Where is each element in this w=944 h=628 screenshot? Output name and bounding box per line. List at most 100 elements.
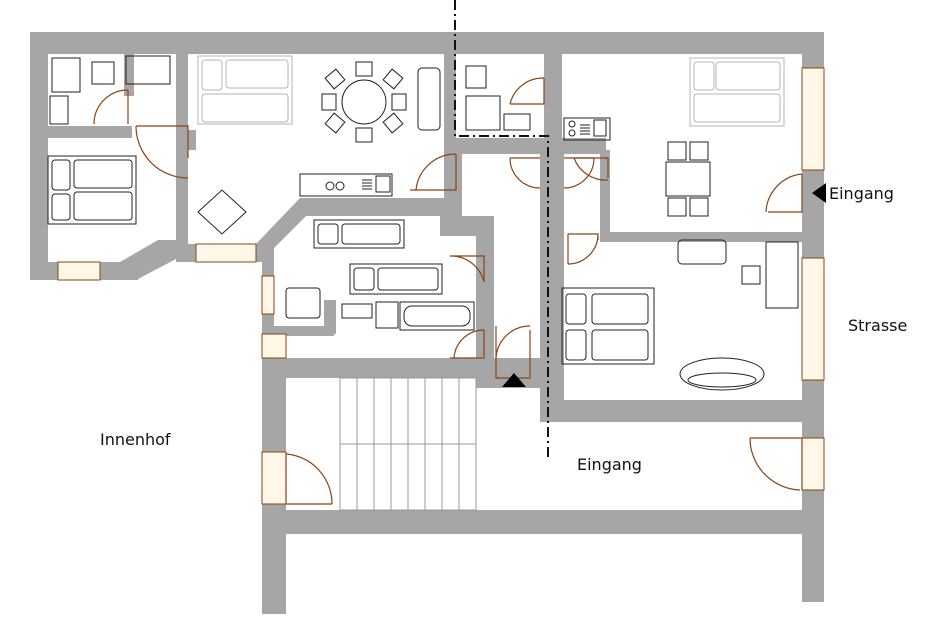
door-bath2-bottom	[450, 329, 485, 359]
kitchenette-burner-1	[568, 120, 576, 128]
label-strasse: Strasse	[848, 316, 908, 335]
bathtub-bath2-inner	[403, 305, 471, 327]
bathtub-mid-2-inner2	[377, 267, 439, 291]
door-corridor-3	[573, 157, 609, 181]
stove-burner-2	[335, 181, 345, 191]
bathtub-bath2	[399, 301, 475, 331]
dining-chair-2	[355, 127, 373, 143]
kitchenette-right	[563, 117, 611, 141]
bed-right-mattress-2	[591, 329, 649, 361]
window-bath2-left-top	[261, 275, 275, 315]
sink-mid	[503, 113, 531, 131]
sofa-right	[689, 57, 785, 127]
stove-burner-1	[325, 181, 335, 191]
door-stair	[285, 452, 333, 505]
wall-bath2-bottom	[262, 358, 562, 378]
kitchen-counter	[299, 173, 393, 197]
toilet-mid	[465, 65, 487, 89]
door-bath-left	[93, 89, 129, 125]
rug-right	[679, 357, 765, 391]
label-eingang-right: Eingang	[829, 184, 894, 203]
chair-right-4	[689, 197, 709, 217]
kitchenette-grill	[580, 124, 590, 135]
sink-bath2-2	[375, 301, 399, 329]
entrance-arrow-right	[812, 183, 826, 203]
shower-left	[51, 57, 81, 93]
door-mid-bath	[509, 77, 545, 105]
wall-dining-right	[444, 54, 456, 154]
window-living-bottom	[195, 243, 257, 263]
wall-bath2-right	[476, 216, 494, 362]
wall-top	[30, 32, 824, 54]
wall-left	[30, 32, 48, 280]
door-entrance-right	[765, 173, 803, 213]
wall-bath2-inner-v	[324, 300, 336, 334]
bed-left-mattress-2	[73, 191, 133, 221]
wall-right-bottom	[562, 400, 824, 422]
door-bath2-top	[449, 255, 485, 283]
dining-table	[341, 79, 387, 125]
window-right-mid	[801, 257, 825, 381]
door-corridor-2	[563, 157, 595, 189]
wall-mid-horizontal	[456, 138, 606, 154]
cabinet-tall	[417, 67, 441, 131]
bathtub-mid-2	[349, 263, 443, 295]
table-right	[665, 161, 711, 197]
window-bath2-left-bottom	[261, 333, 287, 359]
sofa-living	[197, 55, 293, 125]
kitchen-sink	[375, 175, 391, 193]
bed-right-pillow-2	[565, 329, 587, 361]
window-right-top	[801, 67, 825, 171]
sink-bath2-1	[341, 303, 373, 319]
door-corridor-1	[509, 157, 541, 189]
doors	[93, 77, 803, 505]
kitchen-grill	[362, 179, 372, 190]
staircase	[339, 377, 477, 511]
label-eingang-bottom: Eingang	[577, 455, 642, 474]
dining-chair-7	[324, 112, 346, 134]
wall-right-divider	[600, 232, 802, 242]
windows	[57, 67, 825, 505]
wall-bath2-inner-h	[274, 326, 334, 336]
dining-chair-5	[324, 68, 346, 90]
chair-right-2	[689, 141, 709, 161]
desk-right	[765, 241, 799, 309]
dining-chair-6	[382, 68, 404, 90]
bed-right	[561, 287, 655, 365]
chair-desk	[741, 265, 761, 285]
rug-right-inner	[687, 372, 757, 388]
door-bedroom-left	[135, 125, 189, 179]
label-innenhof: Innenhof	[100, 430, 171, 449]
dining-chair-1	[355, 61, 373, 77]
bed-left-mattress-1	[73, 159, 133, 189]
kitchenette-burner-2	[568, 129, 576, 137]
door-living-right	[567, 233, 599, 265]
side-table	[197, 189, 247, 235]
wall-living-diagonal	[256, 198, 462, 262]
walls	[30, 32, 824, 614]
dining-chair-4	[391, 93, 407, 111]
wall-left-bottom	[30, 262, 60, 280]
toilet-left	[91, 61, 115, 85]
bed-right-mattress-1	[591, 293, 649, 325]
sink-left	[49, 95, 69, 125]
shower-mid	[465, 95, 501, 131]
door-kitchen	[410, 153, 457, 191]
door-bottom-right	[749, 437, 803, 491]
wall-mid-bath-right	[544, 54, 562, 149]
bed-left	[47, 155, 137, 225]
bathtub-mid-1-inner2	[341, 223, 401, 245]
washer-mid	[285, 287, 321, 319]
boundary-line	[454, 0, 549, 460]
washer-left	[125, 55, 171, 85]
wall-stair-bottom	[262, 510, 824, 534]
bathtub-mid-1	[313, 219, 405, 249]
wall-bath-divider	[48, 126, 132, 138]
wall-left-diagonal	[120, 240, 178, 280]
wall-left-room-right	[176, 54, 188, 262]
window-left-bottom	[57, 261, 101, 281]
wall-kitchen-left	[186, 130, 196, 150]
bed-left-pillow-1	[51, 159, 71, 191]
cabinet-right	[677, 239, 727, 265]
